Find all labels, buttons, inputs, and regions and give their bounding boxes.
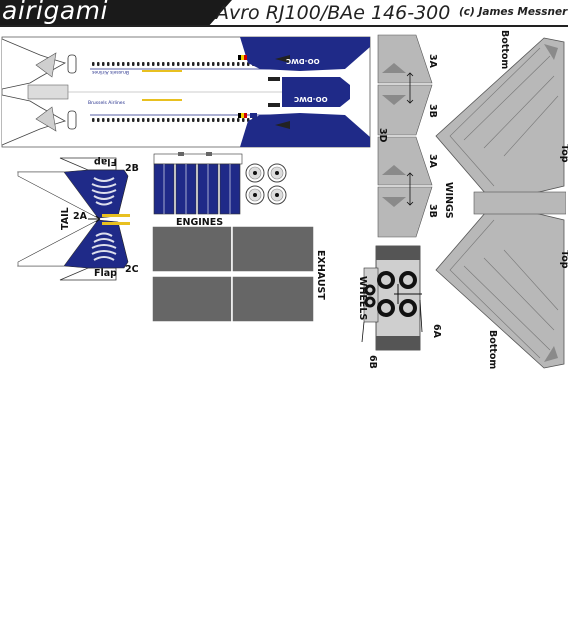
exhaust-label: EXHAUST — [315, 250, 326, 300]
airline-name-bottom: Brussels Airlines — [88, 101, 125, 106]
engines-label: ENGINES — [176, 217, 224, 228]
exhaust-template — [152, 226, 314, 322]
engines-template — [153, 152, 243, 215]
copyright-credit: (c) James Messner — [459, 6, 568, 18]
wing-top-label-lower: Top — [559, 250, 568, 269]
header-rule — [0, 25, 568, 27]
airline-name-top: Brussels Airlines — [92, 69, 129, 74]
wheels-template — [361, 245, 423, 351]
airigami-logo: airigami — [2, 0, 108, 25]
flap-label-bottom: Flap — [94, 268, 117, 279]
fuselage-template — [1, 36, 371, 148]
flaps-template — [377, 34, 433, 238]
part-label-2a: 2A — [73, 211, 87, 222]
engine-intakes — [245, 163, 287, 205]
wheels-label: WHEELS — [357, 276, 368, 321]
tail-label: TAIL — [60, 207, 71, 230]
part-label-2b: 2B — [125, 163, 139, 174]
part-label-2c: 2C — [125, 264, 139, 275]
registration-bottom: OO-DWC — [294, 95, 328, 103]
wing-bottom-label-lower: Bottom — [487, 330, 498, 370]
wing-top-label-upper: Top — [559, 144, 568, 163]
model-title: Avro RJ100/BAe 146-300 — [216, 2, 451, 24]
logo-band — [0, 0, 232, 26]
wing-bottom-label-upper: Bottom — [499, 30, 510, 70]
tail-template — [16, 157, 130, 281]
part-label-3d: 3D — [377, 128, 388, 143]
wing-template — [435, 37, 566, 369]
registration-top: OO-DWC — [286, 57, 320, 65]
header-bar: airigami Avro RJ100/BAe 146-300 (c) Jame… — [0, 0, 568, 27]
part-label-6b: 6B — [367, 355, 378, 369]
flap-label-top: Flap — [94, 156, 117, 167]
